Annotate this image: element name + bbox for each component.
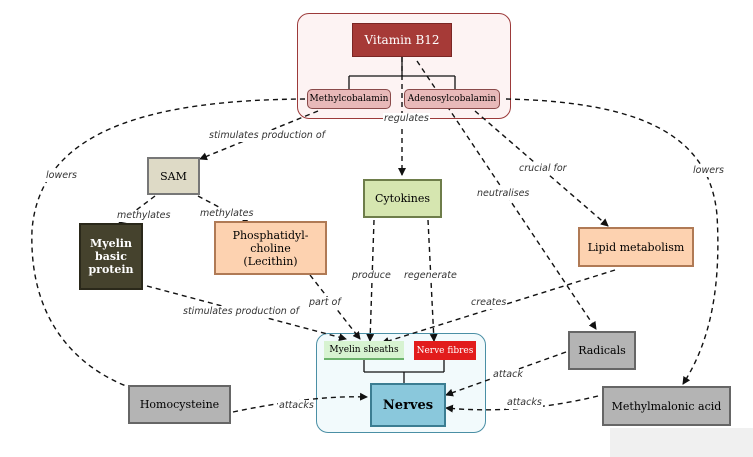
node-homocysteine: Homocysteine [128, 385, 231, 424]
label-stimulates-production-of-2: stimulates production of [182, 306, 300, 318]
node-phosphatidylcholine: Phosphatidyl-choline (Lecithin) [214, 221, 327, 275]
label-regenerate: regenerate [403, 270, 458, 282]
node-cytokines: Cytokines [363, 179, 442, 218]
edge-regenerate [427, 219, 438, 342]
edge-creates [381, 269, 616, 345]
label-stimulates-production-of-1: stimulates production of [208, 130, 326, 142]
tree-nerves-connector [363, 360, 445, 383]
edge-crucial-for [474, 110, 609, 227]
label-regulates: regulates [383, 113, 430, 125]
label-part-of: part of [308, 297, 342, 309]
label-methylates-1: methylates [116, 210, 172, 222]
node-radicals: Radicals [568, 331, 636, 370]
label-creates: creates [470, 297, 508, 309]
node-nerves: Nerves [370, 383, 446, 427]
corner-patch [610, 428, 753, 457]
node-sam: SAM [147, 157, 200, 195]
node-vitamin-b12: Vitamin B12 [352, 23, 452, 57]
label-lowers-right: lowers [692, 165, 725, 177]
label-methylates-2: methylates [199, 208, 255, 220]
node-nerve-fibres: Nerve fibres [414, 341, 476, 360]
label-attack: attack [492, 369, 524, 381]
label-attacks-right: attacks [506, 397, 543, 409]
label-neutralises: neutralises [476, 188, 531, 200]
label-lowers-left: lowers [45, 170, 78, 182]
node-methylmalonic-acid: Methylmalonic acid [602, 386, 731, 426]
node-methylcobalamin: Methylcobalamin [307, 89, 391, 109]
label-attacks-left: attacks [278, 400, 315, 412]
edge-produce [366, 219, 375, 342]
label-crucial-for: crucial for [518, 163, 568, 175]
node-myelin-sheaths: Myelin sheaths [324, 341, 404, 360]
node-myelin-basic-protein: Myelin basic protein [79, 223, 143, 290]
label-produce: produce [351, 270, 392, 282]
edge-lowers-methylmalonic [505, 98, 719, 385]
node-adenosylcobalamin: Adenosylcobalamin [404, 89, 500, 109]
edge-attacks-left [232, 392, 368, 413]
edge-lowers-homocysteine [31, 98, 306, 395]
node-lipid-metabolism: Lipid metabolism [578, 227, 694, 267]
